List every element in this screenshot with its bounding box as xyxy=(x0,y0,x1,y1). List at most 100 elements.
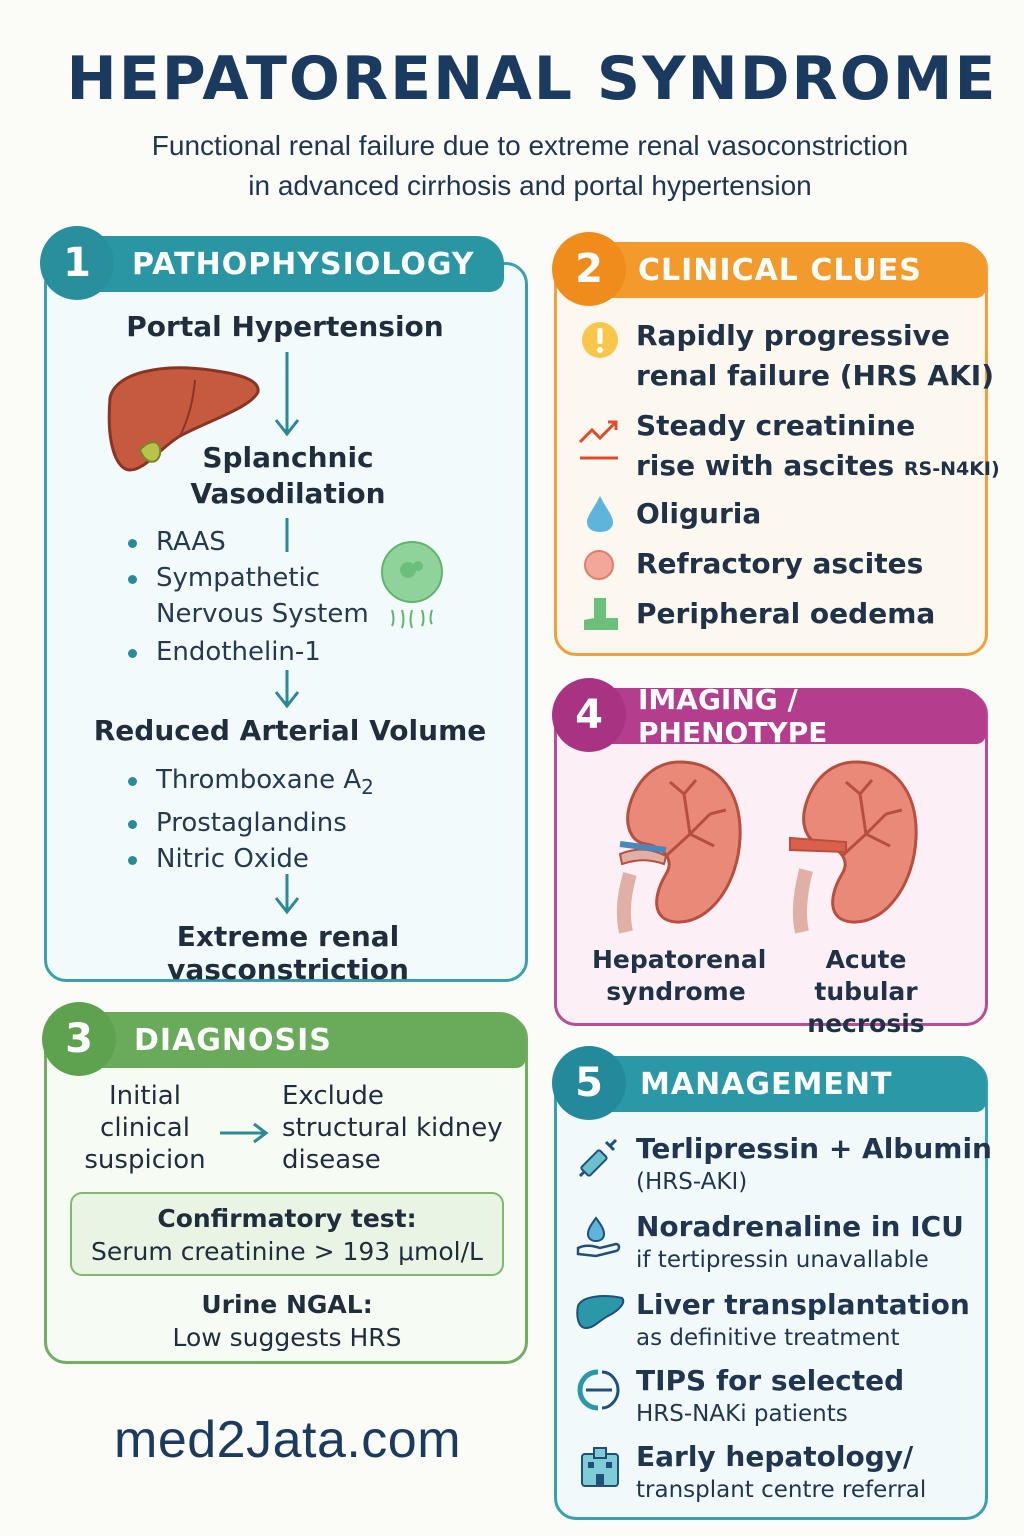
label-atn-line-1: Acute tubular xyxy=(814,945,918,1006)
section-4-badge: 4 xyxy=(552,678,626,752)
pathophysiology-header: PATHOPHYSIOLOGY xyxy=(66,236,504,292)
thromboxane-subscript: 2 xyxy=(361,775,374,800)
management-1-sub: (HRS-AKI) xyxy=(636,1169,748,1195)
confirm-title: Confirmatory test: xyxy=(157,1204,417,1233)
kidney-hrs-icon xyxy=(616,760,742,934)
clue-2-line-1: Steady creatinine xyxy=(636,409,916,442)
management-1-main: Terlipressin + Albumin xyxy=(636,1132,992,1165)
management-tips: TIPS for selected HRS-NAKi patients xyxy=(636,1364,904,1430)
label-hepatorenal-line-1: Hepatorenal xyxy=(592,945,767,974)
management-2-sub: if tertipressin unavallable xyxy=(636,1247,929,1273)
hand-drop-icon xyxy=(576,1216,621,1258)
mediator-raas: RAAS xyxy=(126,524,426,560)
step-renal-vasoconstriction: Extreme renal vasconstriction xyxy=(167,920,409,986)
management-heading: MANAGEMENT xyxy=(640,1066,893,1102)
section-2-badge: 2 xyxy=(552,232,626,306)
factor-prostaglandins: Prostaglandins xyxy=(126,805,446,841)
mediator-sympathetic: Sympathetic Nervous System xyxy=(126,560,426,632)
management-5-sub: transplant centre referral xyxy=(636,1477,927,1503)
pathophysiology-heading: PATHOPHYSIOLOGY xyxy=(132,246,475,282)
clinical-clues-header: CLINICAL CLUES xyxy=(560,242,986,298)
confirm-value: Serum creatinine > 193 μmol/L xyxy=(91,1237,483,1266)
management-header: MANAGEMENT xyxy=(560,1056,986,1112)
confirmatory-box: Confirmatory test: Serum creatinine > 19… xyxy=(70,1192,504,1276)
clue-1-line-1: Rapidly progressive xyxy=(636,319,950,352)
imaging-heading: IMAGING / PHENOTYPE xyxy=(638,683,828,749)
exclude-line-2: structural kidney xyxy=(282,1113,503,1143)
initial-line-2: clinical xyxy=(100,1113,190,1143)
page-title: HEPATORENAL SYNDROME xyxy=(66,44,998,114)
ngal-title: Urine NGAL: xyxy=(201,1290,373,1319)
ascites-icon xyxy=(584,550,614,580)
clue-peripheral-oedema: Peripheral oedema xyxy=(636,597,936,630)
flow-arrow-3 xyxy=(274,670,300,709)
initial-suspicion: Initial clinical suspicion xyxy=(70,1080,220,1176)
flow-arrow-4 xyxy=(274,874,300,915)
section-1-badge: 1 xyxy=(40,226,114,300)
clue-oliguria: Oliguria xyxy=(636,497,762,530)
label-atn: Acute tubular necrosis xyxy=(776,944,956,1040)
site-logo[interactable]: med2Jata.com xyxy=(114,1411,462,1469)
hospital-icon xyxy=(581,1447,619,1487)
initial-line-3: suspicion xyxy=(84,1145,206,1175)
alert-icon xyxy=(582,322,618,358)
diagnosis-header: DIAGNOSIS xyxy=(62,1012,526,1068)
diagnosis-card xyxy=(44,1016,528,1364)
subtitle-line-1: Functional renal failure due to extreme … xyxy=(151,130,909,161)
step-portal-hypertension: Portal Hypertension xyxy=(126,310,444,343)
clue-rapid-renal-failure: Rapidly progressive renal failure (HRS A… xyxy=(636,316,994,396)
section-5-badge: 5 xyxy=(552,1046,626,1120)
management-4-main: TIPS for selected xyxy=(636,1364,905,1397)
clinical-clues-heading: CLINICAL CLUES xyxy=(638,252,922,288)
section-3-badge: 3 xyxy=(42,1002,116,1076)
splanchnic-line-1: Splanchnic xyxy=(202,441,374,474)
exclude-structural: Exclude structural kidney disease xyxy=(282,1080,512,1176)
liver-icon xyxy=(107,366,260,472)
mediator-sympathetic-line-1: Sympathetic xyxy=(156,563,321,593)
management-liver-transplant: Liver transplantation as definitive trea… xyxy=(636,1288,970,1354)
exclude-line-1: Exclude xyxy=(282,1081,384,1111)
factor-nitric-oxide: Nitric Oxide xyxy=(126,841,446,877)
clue-2-line-2: rise with ascites RS-N4KI) xyxy=(636,446,1000,489)
droplet-icon xyxy=(587,496,613,532)
clinical-clues-card xyxy=(554,246,988,656)
mediator-endothelin: Endothelin-1 xyxy=(126,634,426,670)
liver-small-icon xyxy=(576,1295,625,1330)
factor-thromboxane-label: Thromboxane A xyxy=(156,765,362,795)
ngal-value: Low suggests HRS xyxy=(172,1323,402,1352)
mediator-list: RAAS Sympathetic Nervous System Endothel… xyxy=(126,524,426,670)
mediator-sympathetic-line-2: Nervous System xyxy=(156,599,369,629)
diagnosis-heading: DIAGNOSIS xyxy=(134,1022,332,1058)
management-3-main: Liver transplantation xyxy=(636,1288,970,1321)
management-4-sub: HRS-NAKi patients xyxy=(636,1401,848,1427)
splanchnic-line-2: Vasodilation xyxy=(190,477,386,510)
initial-line-1: Initial xyxy=(109,1081,181,1111)
factor-list: Thromboxane A2 Prostaglandins Nitric Oxi… xyxy=(126,762,446,877)
page-subtitle: Functional renal failure due to extreme … xyxy=(40,126,1020,206)
management-noradrenaline: Noradrenaline in ICU if tertipressin una… xyxy=(636,1210,964,1276)
step-reduced-arterial-volume: Reduced Arterial Volume xyxy=(93,714,487,747)
kidney-atn-icon xyxy=(789,760,918,934)
flow-arrow-1 xyxy=(274,352,300,437)
clue-2-suffix: RS-N4KI) xyxy=(903,458,1000,480)
flow-line-2 xyxy=(285,518,289,552)
imaging-header: IMAGING / PHENOTYPE xyxy=(560,683,986,749)
tips-shunt-icon xyxy=(577,1369,620,1411)
management-referral: Early hepatology/ transplant centre refe… xyxy=(636,1440,926,1506)
clue-refractory-ascites: Refractory ascites xyxy=(636,547,924,580)
subtitle-line-2: in advanced cirrhosis and portal hyperte… xyxy=(248,170,812,201)
clue-steady-creatinine: Steady creatinine rise with ascites RS-N… xyxy=(636,406,1000,489)
arrow-right-icon xyxy=(220,1122,269,1144)
cell-icon xyxy=(381,541,443,629)
urine-ngal: Urine NGAL: Low suggests HRS xyxy=(70,1290,504,1352)
label-hepatorenal: Hepatorenal syndrome xyxy=(592,944,767,1008)
exclude-line-3: disease xyxy=(282,1145,381,1175)
label-hepatorenal-line-2: syndrome xyxy=(606,977,746,1006)
label-atn-line-2: necrosis xyxy=(807,1009,925,1038)
step-splanchnic-vasodilation: Splanchnic Vasodilation xyxy=(138,440,438,512)
syringe-icon xyxy=(578,1138,618,1178)
management-3-sub: as definitive treatment xyxy=(636,1325,900,1351)
foot-icon xyxy=(584,598,618,630)
management-terlipressin: Terlipressin + Albumin (HRS-AKI) xyxy=(636,1132,992,1198)
clue-2-line-2-text: rise with ascites xyxy=(636,449,895,482)
